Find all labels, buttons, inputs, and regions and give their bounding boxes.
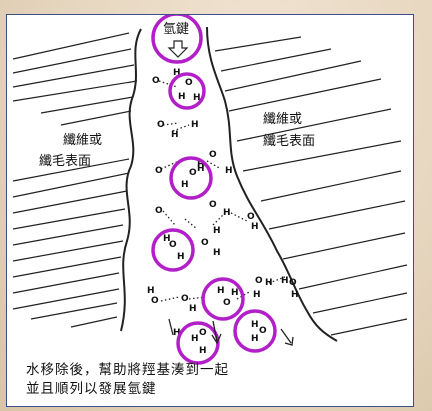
oxygen-atom: O bbox=[155, 166, 163, 176]
hydrogen-atom: H bbox=[189, 304, 197, 314]
hydrogen-atom: H bbox=[171, 130, 179, 140]
hydrogen-atom: H bbox=[191, 120, 199, 130]
highlight-circle bbox=[201, 277, 245, 321]
oxygen-atom: O bbox=[155, 206, 163, 216]
oxygen-atom: O bbox=[289, 278, 297, 288]
left-fiber-edge bbox=[120, 28, 142, 332]
hydrogen-atom: H bbox=[225, 166, 233, 176]
down-arrow-icon bbox=[167, 40, 189, 58]
hydrogen-atom: H bbox=[251, 222, 259, 232]
hydrogen-atom: H bbox=[191, 334, 199, 344]
oxygen-atom: O bbox=[259, 326, 267, 336]
hydrogen-atom: H bbox=[199, 346, 207, 356]
oxygen-atom: O bbox=[199, 328, 207, 338]
hydrogen-atom: H bbox=[213, 248, 221, 258]
oxygen-atom: O bbox=[201, 238, 209, 248]
hydrogen-atom: H bbox=[291, 290, 299, 300]
oxygen-atom: O bbox=[151, 296, 159, 306]
hydrogen-atom: H bbox=[217, 286, 225, 296]
hydrogen-atom: H bbox=[197, 160, 205, 170]
left-surface-label-line2: 纖毛表面 bbox=[39, 154, 91, 169]
right-fiber-edge bbox=[206, 26, 338, 342]
hydrogen-atom: H bbox=[231, 288, 239, 298]
highlight-circle bbox=[151, 15, 203, 64]
hydrogen-atom: H bbox=[223, 208, 231, 218]
hydrogen-atom: H bbox=[147, 286, 155, 296]
highlight-circle bbox=[176, 321, 220, 365]
highlight-circles bbox=[151, 15, 277, 365]
highlighted-water-molecules: O H H O H H O H H H O H H O H H O H bbox=[163, 78, 267, 356]
hydrogen-atom: H bbox=[197, 164, 205, 174]
left-fiber-hatching bbox=[12, 32, 138, 328]
hydrogen-atom: H bbox=[251, 320, 259, 330]
hydrogen-atom: H bbox=[177, 252, 185, 262]
hydrogen-atom: H bbox=[163, 234, 171, 244]
oxygen-atom: O bbox=[169, 240, 177, 250]
oxygen-atom: O bbox=[189, 168, 197, 178]
oxygen-atom: O bbox=[209, 200, 217, 210]
oxygen-atom: O bbox=[152, 76, 160, 86]
oxygen-atom: O bbox=[185, 78, 193, 88]
highlight-circle bbox=[169, 156, 213, 200]
diagram-panel: O H O H H O O H H O O H H O H O H O H O … bbox=[6, 14, 414, 407]
hydrogen-atom: H bbox=[173, 68, 181, 78]
hydrogen-atom: H bbox=[253, 290, 261, 300]
hydrogen-atom: H bbox=[193, 93, 201, 103]
oxygen-atom: O bbox=[209, 150, 217, 160]
right-surface-label-line2: 纖毛表面 bbox=[263, 134, 315, 149]
highlight-circle bbox=[168, 72, 206, 110]
oxygen-atom: O bbox=[223, 298, 231, 308]
highlight-circle bbox=[233, 309, 277, 353]
hydrogen-atom: H bbox=[173, 328, 181, 338]
diagram-caption: 水移除後，幫助將羥基湊到一起 並且順列以發展氫鍵 bbox=[26, 361, 326, 399]
right-fiber-hatching bbox=[214, 36, 408, 336]
hydrogen-atom: H bbox=[281, 276, 289, 286]
left-surface-label-line1: 纖維或 bbox=[63, 133, 102, 148]
atom-symbols: O H O H H O O H H O O H H O H O H O H O … bbox=[147, 68, 299, 338]
right-surface-label-line1: 纖維或 bbox=[263, 112, 302, 127]
hydrogen-atom: H bbox=[265, 278, 273, 288]
hydrogen-atom: H bbox=[181, 180, 189, 190]
hydrogen-atom: H bbox=[251, 334, 259, 344]
oxygen-atom: O bbox=[181, 294, 189, 304]
hydrogen-atom: H bbox=[213, 226, 221, 236]
oxygen-atom: O bbox=[247, 212, 255, 222]
oxygen-atom: O bbox=[157, 120, 165, 130]
hydrogen-atom: H bbox=[178, 92, 186, 102]
fiber-hydrogen-bond-diagram: O H O H H O O H H O O H H O H O H O H O … bbox=[12, 15, 408, 365]
hydrogen-bond-label: 氫鍵 bbox=[163, 21, 189, 37]
oxygen-atom: O bbox=[255, 276, 263, 286]
highlight-circle bbox=[151, 228, 195, 272]
caption-line-1: 水移除後，幫助將羥基湊到一起 bbox=[26, 362, 229, 378]
caption-line-2: 並且順列以發展氫鍵 bbox=[26, 381, 157, 397]
flow-arrows bbox=[168, 318, 294, 346]
